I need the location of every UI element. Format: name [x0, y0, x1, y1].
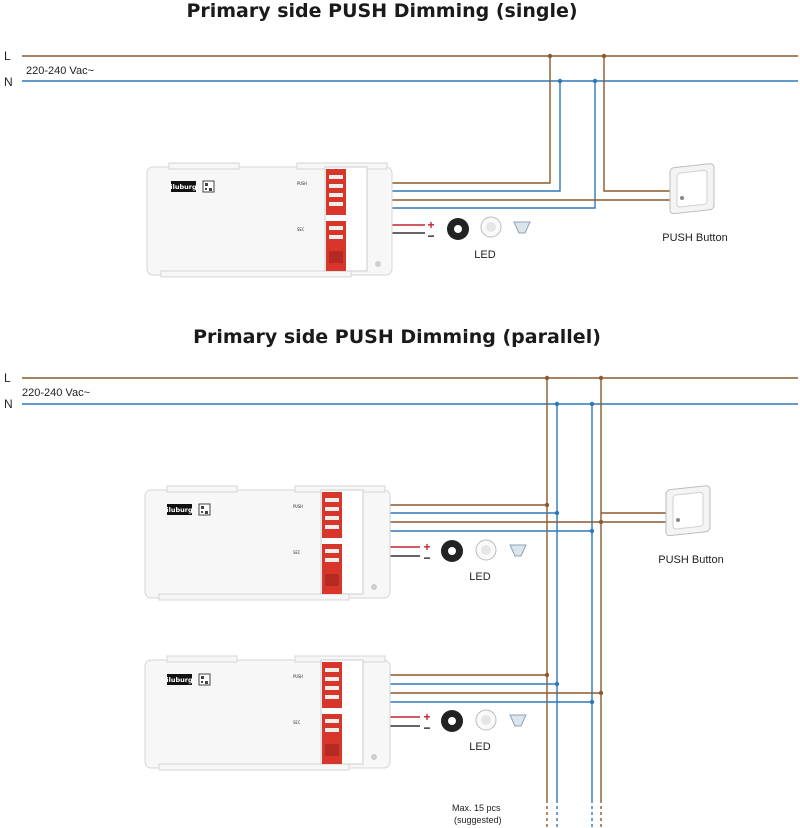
bus-l-label-single: L	[4, 49, 11, 63]
bus-n-label-single: N	[4, 75, 13, 89]
junction-dots-driver-a	[367, 502, 604, 534]
svg-text:PUSH: PUSH	[297, 181, 307, 186]
voltage-label-parallel: 220-240 Vac~	[22, 387, 90, 399]
spotlight-icon	[513, 221, 531, 234]
bus-l-label-parallel: L	[4, 371, 11, 385]
svg-text:SEC: SEC	[293, 550, 301, 555]
push-button-parallel	[665, 485, 711, 537]
brand-logo-a	[167, 504, 192, 515]
qr-code-icon	[198, 673, 211, 686]
svg-text:SEC: SEC	[293, 720, 301, 725]
led-label-b: LED	[469, 741, 490, 753]
push-button-label-parallel: PUSH Button	[658, 554, 723, 566]
wires-parallel-risers	[546, 378, 602, 828]
push-button-single	[669, 163, 715, 215]
led-loads-parallel-a: + − LED	[423, 539, 527, 583]
svg-text:PUSH: PUSH	[293, 504, 303, 509]
title-parallel: Primary side PUSH Dimming (parallel)	[193, 326, 601, 348]
brand-text-single: iluburg	[170, 183, 197, 191]
spotlight-icon	[509, 544, 527, 557]
suggested-note: (suggested)	[454, 815, 502, 825]
led-label-a: LED	[469, 571, 490, 583]
driver-parallel-b: iluburg PUSH SEC	[144, 655, 391, 771]
title-single: Primary side PUSH Dimming (single)	[186, 0, 577, 22]
brand-text-b: iluburg	[166, 676, 193, 684]
spotlight-icon	[509, 714, 527, 727]
junction-dots-driver-b	[367, 672, 604, 705]
led-loads-parallel-b: + − LED	[423, 709, 527, 753]
led-loads-single: + − LED	[427, 216, 531, 261]
junction-dots-single	[372, 53, 607, 194]
led-label-single: LED	[474, 249, 495, 261]
plus-sign-b: +	[423, 710, 430, 724]
plus-sign-single: +	[427, 218, 434, 232]
bus-n-label-parallel: N	[4, 397, 13, 411]
minus-sign-single: −	[427, 229, 434, 243]
svg-text:SEC: SEC	[297, 227, 305, 232]
minus-sign-b: −	[423, 721, 430, 735]
driver-parallel-a: iluburg PUSH SEC	[144, 485, 391, 601]
max-count-note: Max. 15 pcs	[452, 803, 501, 813]
qr-code-icon	[202, 180, 215, 193]
plus-sign-a: +	[423, 540, 430, 554]
minus-sign-a: −	[423, 551, 430, 565]
svg-text:PUSH: PUSH	[293, 674, 303, 679]
junction-dots-parallel-bus	[544, 375, 604, 407]
wires-single	[343, 56, 680, 234]
brand-text-a: iluburg	[166, 506, 193, 514]
voltage-label-single: 220-240 Vac~	[26, 65, 94, 77]
wires-driver-a	[340, 504, 680, 557]
driver-single: iluburg PUSH SEC	[146, 162, 393, 278]
brand-logo-b	[167, 674, 192, 685]
brand-logo-single	[171, 181, 196, 192]
qr-code-icon	[198, 503, 211, 516]
push-button-label-single: PUSH Button	[662, 232, 727, 244]
